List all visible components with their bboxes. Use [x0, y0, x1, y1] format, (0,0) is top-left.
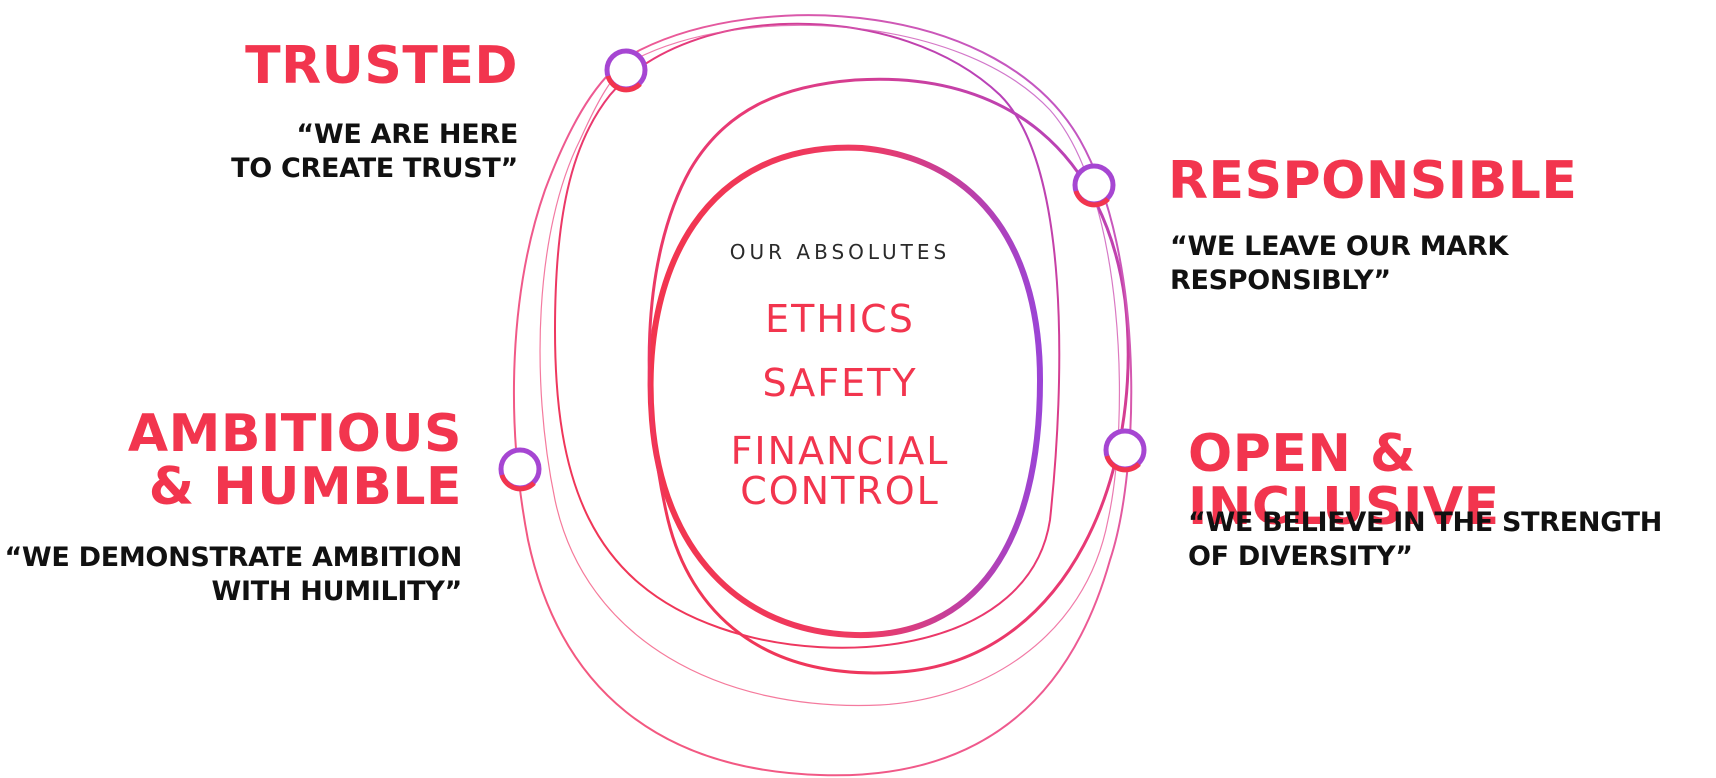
value-quote-ambitious-humble: “WE DEMONSTRATE AMBITION WITH HUMILITY” [4, 542, 462, 608]
open-node-accent [1104, 455, 1141, 473]
value-title-ambitious-humble: AMBITIOUS & HUMBLE [127, 404, 462, 518]
value-quote-open-inclusive: “WE BELIEVE IN THE STRENGTH OF DIVERSITY… [1188, 507, 1663, 573]
value-title-responsible: RESPONSIBLE [1168, 151, 1578, 211]
second-loop [647, 77, 1130, 675]
value-title-open-inclusive: OPEN & INCLUSIVE [1188, 424, 1500, 538]
absolute-item-safety: SAFETY [762, 361, 918, 405]
responsible-node-accent [1073, 190, 1110, 208]
absolutes-heading: OUR ABSOLUTES [729, 240, 951, 264]
ambitious-node-accent [499, 474, 536, 492]
trusted-node-accent [605, 75, 642, 93]
third-loop [553, 22, 1061, 649]
value-quote-responsible: “WE LEAVE OUR MARK RESPONSIBLY” [1170, 231, 1508, 297]
value-title-trusted: TRUSTED [245, 36, 518, 96]
inner-loop [647, 144, 1044, 639]
faint-loop [539, 24, 1121, 707]
value-quote-trusted: “WE ARE HERE TO CREATE TRUST” [231, 119, 518, 185]
absolute-item-financial-control: FINANCIAL CONTROL [730, 429, 950, 513]
absolute-item-ethics: ETHICS [765, 297, 915, 341]
outer-loop [512, 14, 1133, 777]
